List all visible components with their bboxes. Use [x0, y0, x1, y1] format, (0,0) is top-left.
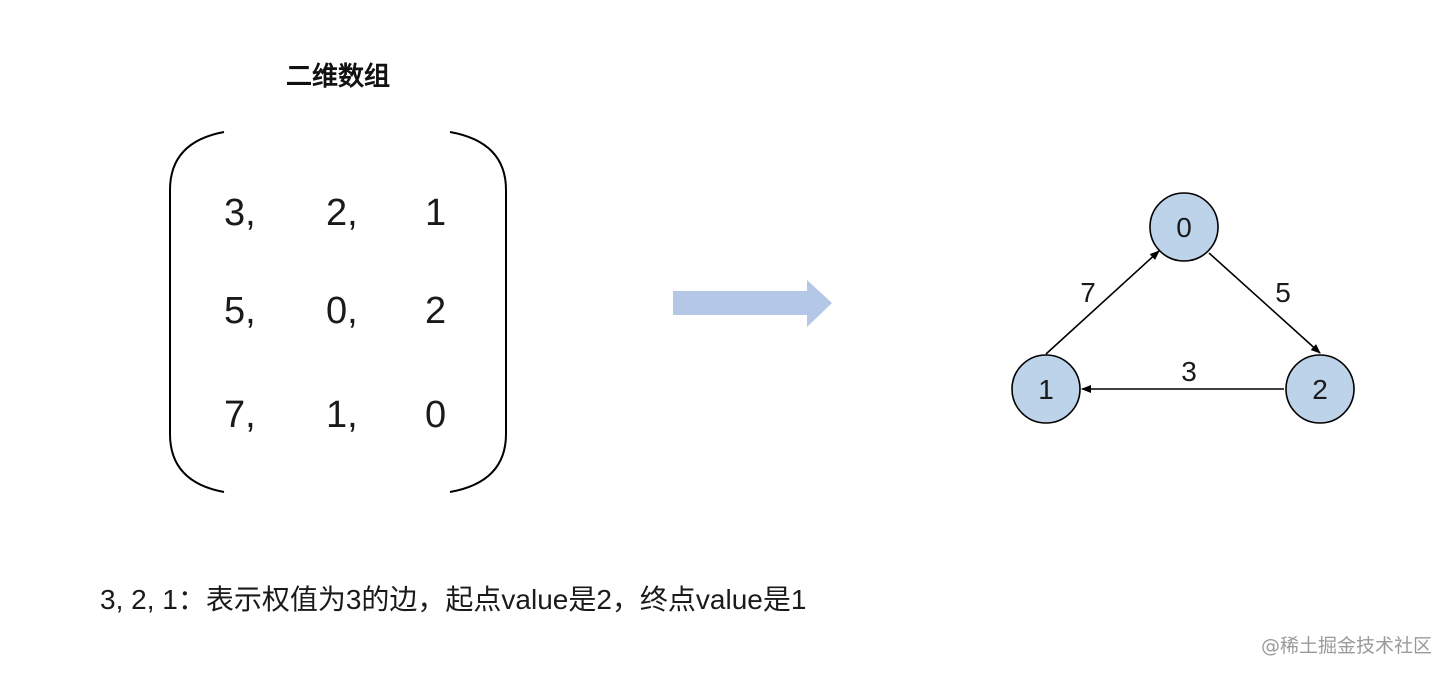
matrix-cell: 1,: [326, 394, 358, 436]
transform-arrow: [673, 280, 832, 327]
edge-weight-label: 5: [1275, 277, 1291, 308]
left-bracket: [169, 131, 225, 493]
matrix-cell: 3,: [224, 192, 256, 234]
matrix-cell: 1: [425, 192, 447, 234]
matrix-cell: 0,: [326, 290, 358, 332]
matrix-cell: 2,: [326, 192, 358, 234]
node-label: 0: [1176, 212, 1192, 243]
node-label: 1: [1038, 374, 1054, 405]
node-label: 2: [1312, 374, 1328, 405]
right-bracket: [449, 131, 507, 493]
matrix-cell: 0: [425, 394, 447, 436]
matrix-cell: 2: [425, 290, 447, 332]
matrix-cell: 5,: [224, 290, 256, 332]
graph-node-1: 1: [1011, 354, 1081, 424]
caption-text: 3, 2, 1：表示权值为3的边，起点value是2，终点value是1: [100, 584, 807, 615]
edge-weight-label: 3: [1181, 356, 1197, 387]
matrix-title: 二维数组: [285, 62, 390, 92]
matrix-cell: 7,: [224, 394, 256, 436]
matrix-brackets: [169, 131, 507, 493]
graph-node-2: 2: [1285, 354, 1355, 424]
edge-weight-label: 7: [1080, 277, 1096, 308]
edge-0-to-2: [1208, 252, 1321, 354]
watermark: @稀土掘金技术社区: [1260, 635, 1432, 657]
edge-1-to-0: [1045, 250, 1160, 355]
graph-node-0: 0: [1149, 192, 1219, 262]
matrix-block: 3, 2, 1 5, 0, 2 7, 1, 0: [168, 130, 508, 494]
